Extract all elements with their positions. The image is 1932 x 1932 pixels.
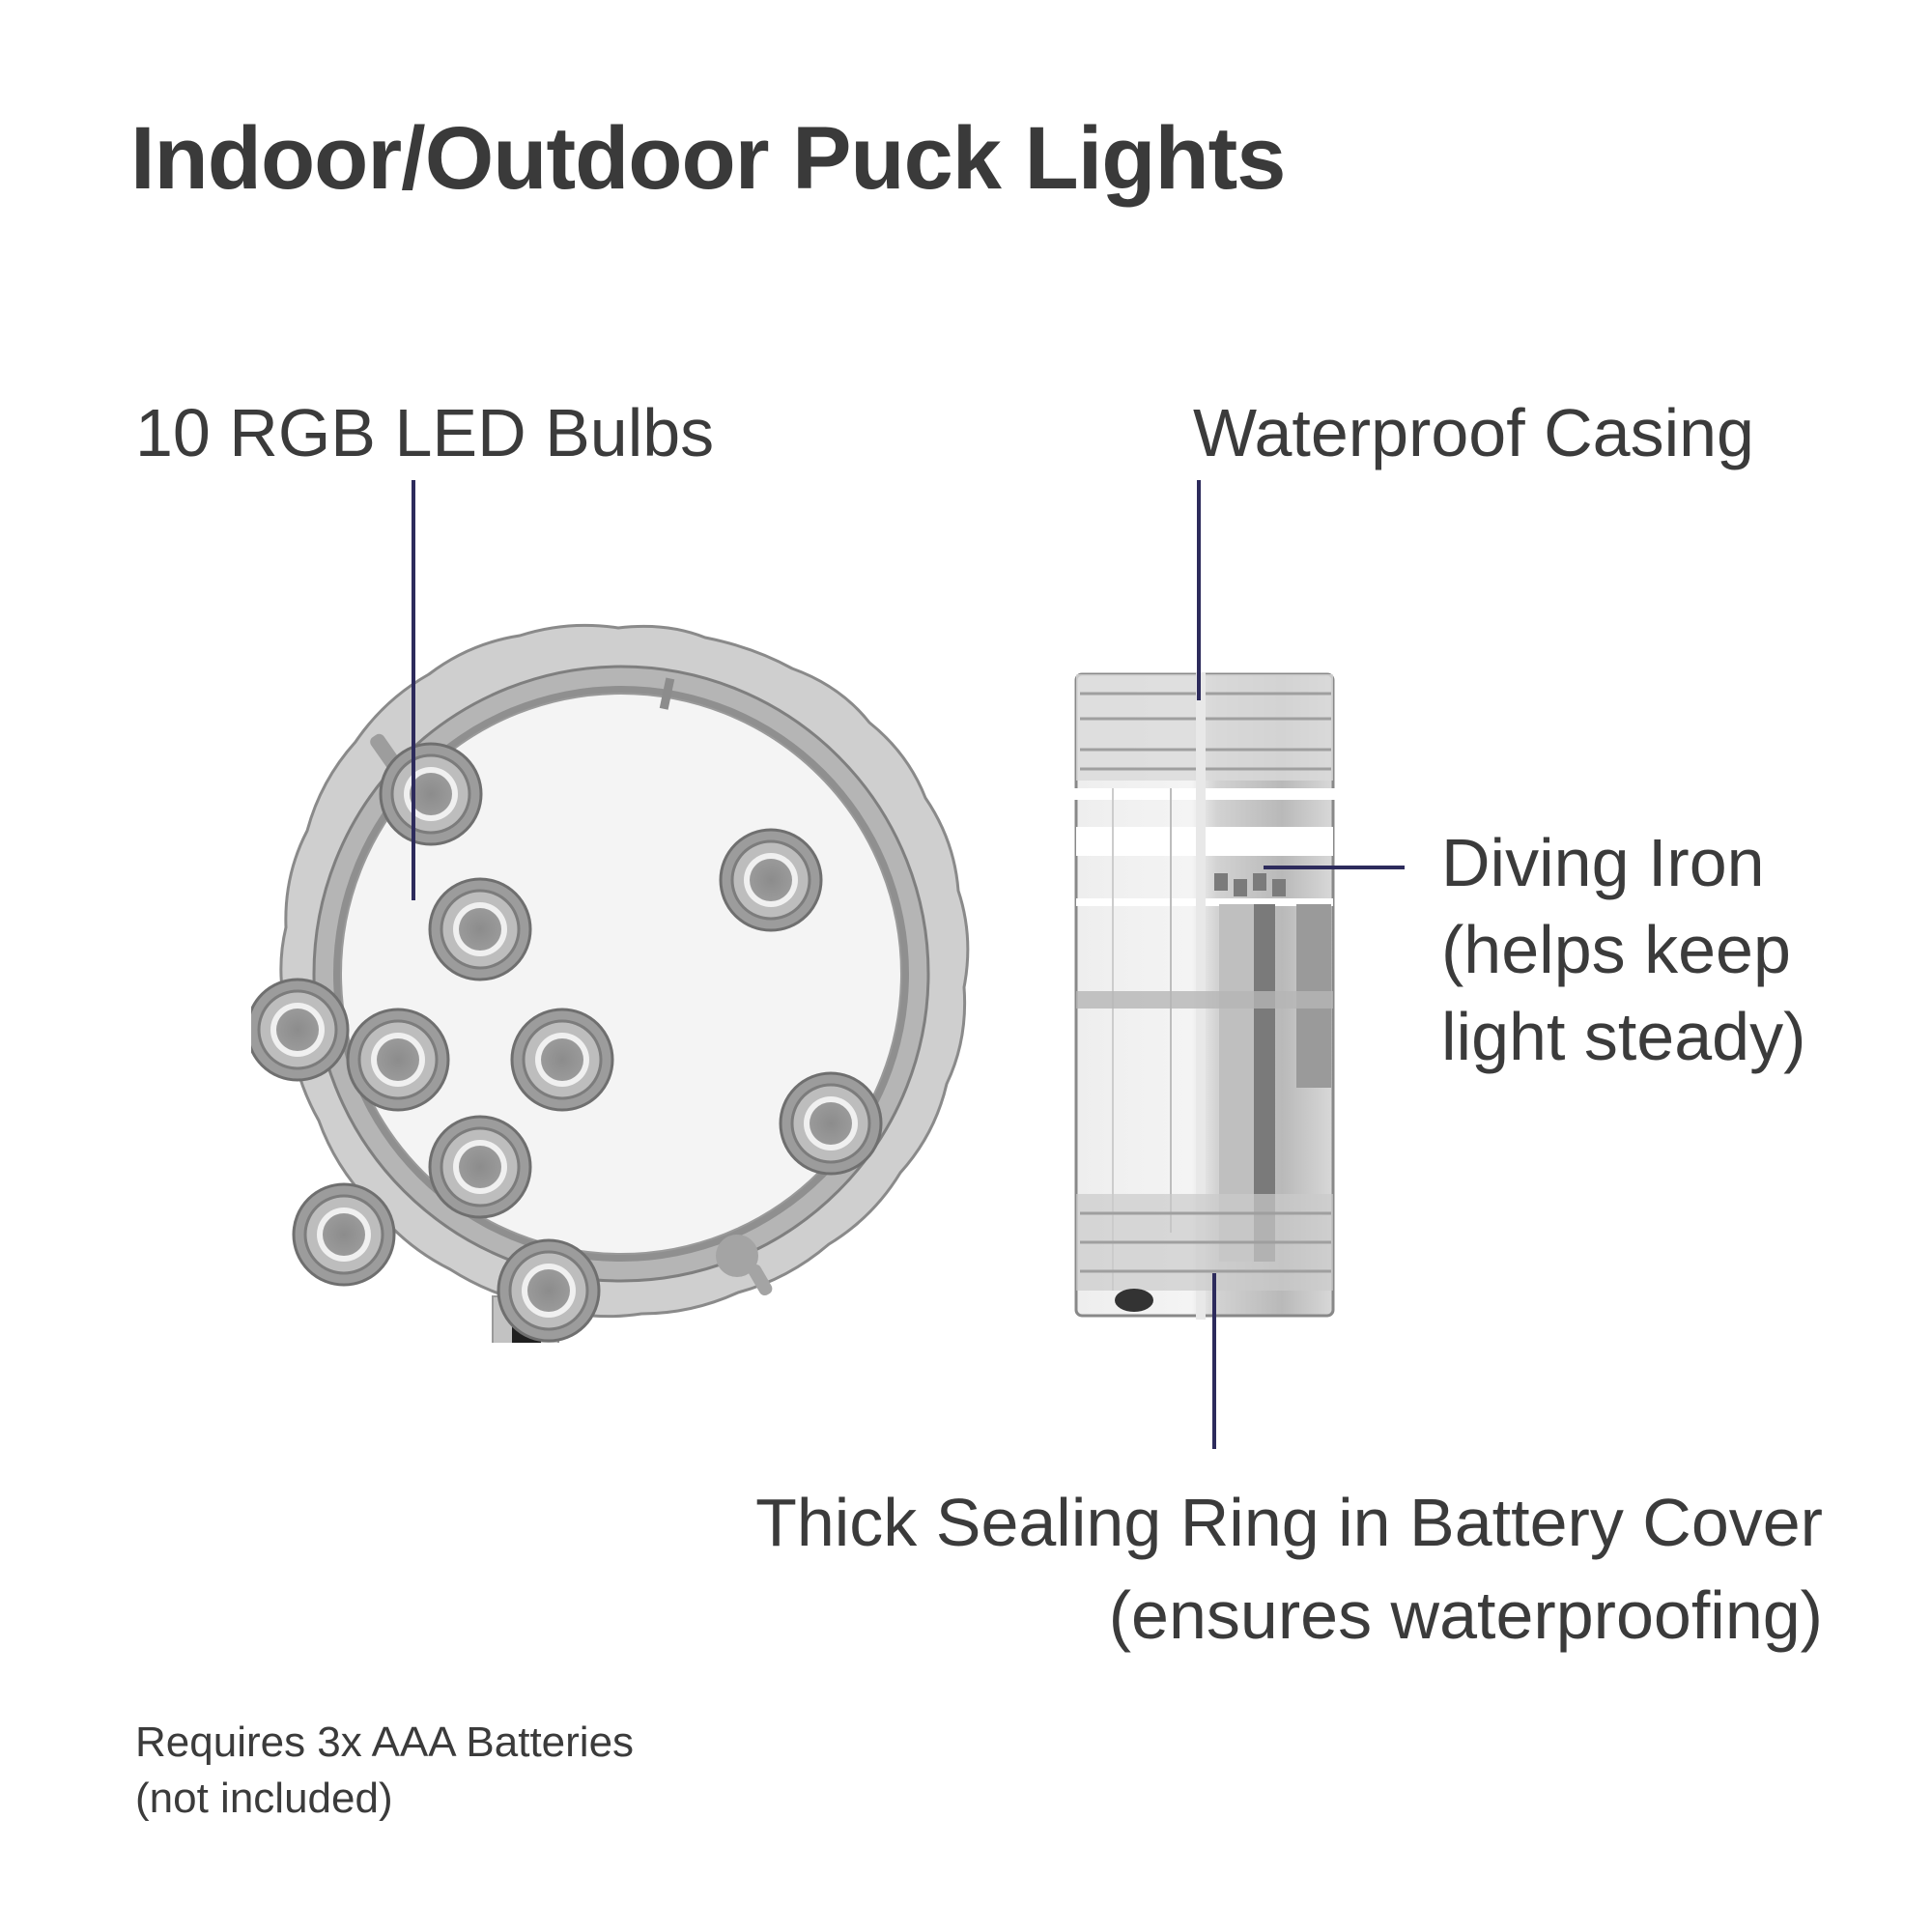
leader-line-led-bulbs	[412, 480, 415, 900]
diving-iron-line-3: light steady)	[1441, 999, 1806, 1074]
leader-line-diving-iron	[1264, 866, 1405, 869]
page-title: Indoor/Outdoor Puck Lights	[130, 109, 1286, 208]
callout-sealing-ring-label: Thick Sealing Ring in Battery Cover (ens…	[755, 1476, 1823, 1662]
diving-iron-line-1: Diving Iron	[1441, 825, 1765, 900]
puck-light-side-view-icon	[1074, 672, 1335, 1320]
sealing-ring-line-2: (ensures waterproofing)	[1108, 1577, 1823, 1653]
callout-diving-iron-label: Diving Iron (helps keep light steady)	[1441, 819, 1805, 1080]
diving-iron-line-2: (helps keep	[1441, 912, 1791, 987]
led-bulbs	[251, 742, 883, 1343]
sealing-ring-line-1: Thick Sealing Ring in Battery Cover	[755, 1485, 1823, 1560]
footnote-line-2: (not included)	[135, 1775, 393, 1822]
callout-waterproof-casing-label: Waterproof Casing	[1193, 395, 1754, 470]
footnote-line-1: Requires 3x AAA Batteries	[135, 1719, 635, 1766]
leader-line-sealing-ring	[1212, 1273, 1216, 1449]
callout-led-bulbs-label: 10 RGB LED Bulbs	[135, 395, 715, 470]
puck-light-front-view-icon	[251, 623, 970, 1343]
battery-footnote: Requires 3x AAA Batteries (not included)	[135, 1715, 634, 1827]
leader-line-waterproof-casing	[1197, 480, 1201, 700]
